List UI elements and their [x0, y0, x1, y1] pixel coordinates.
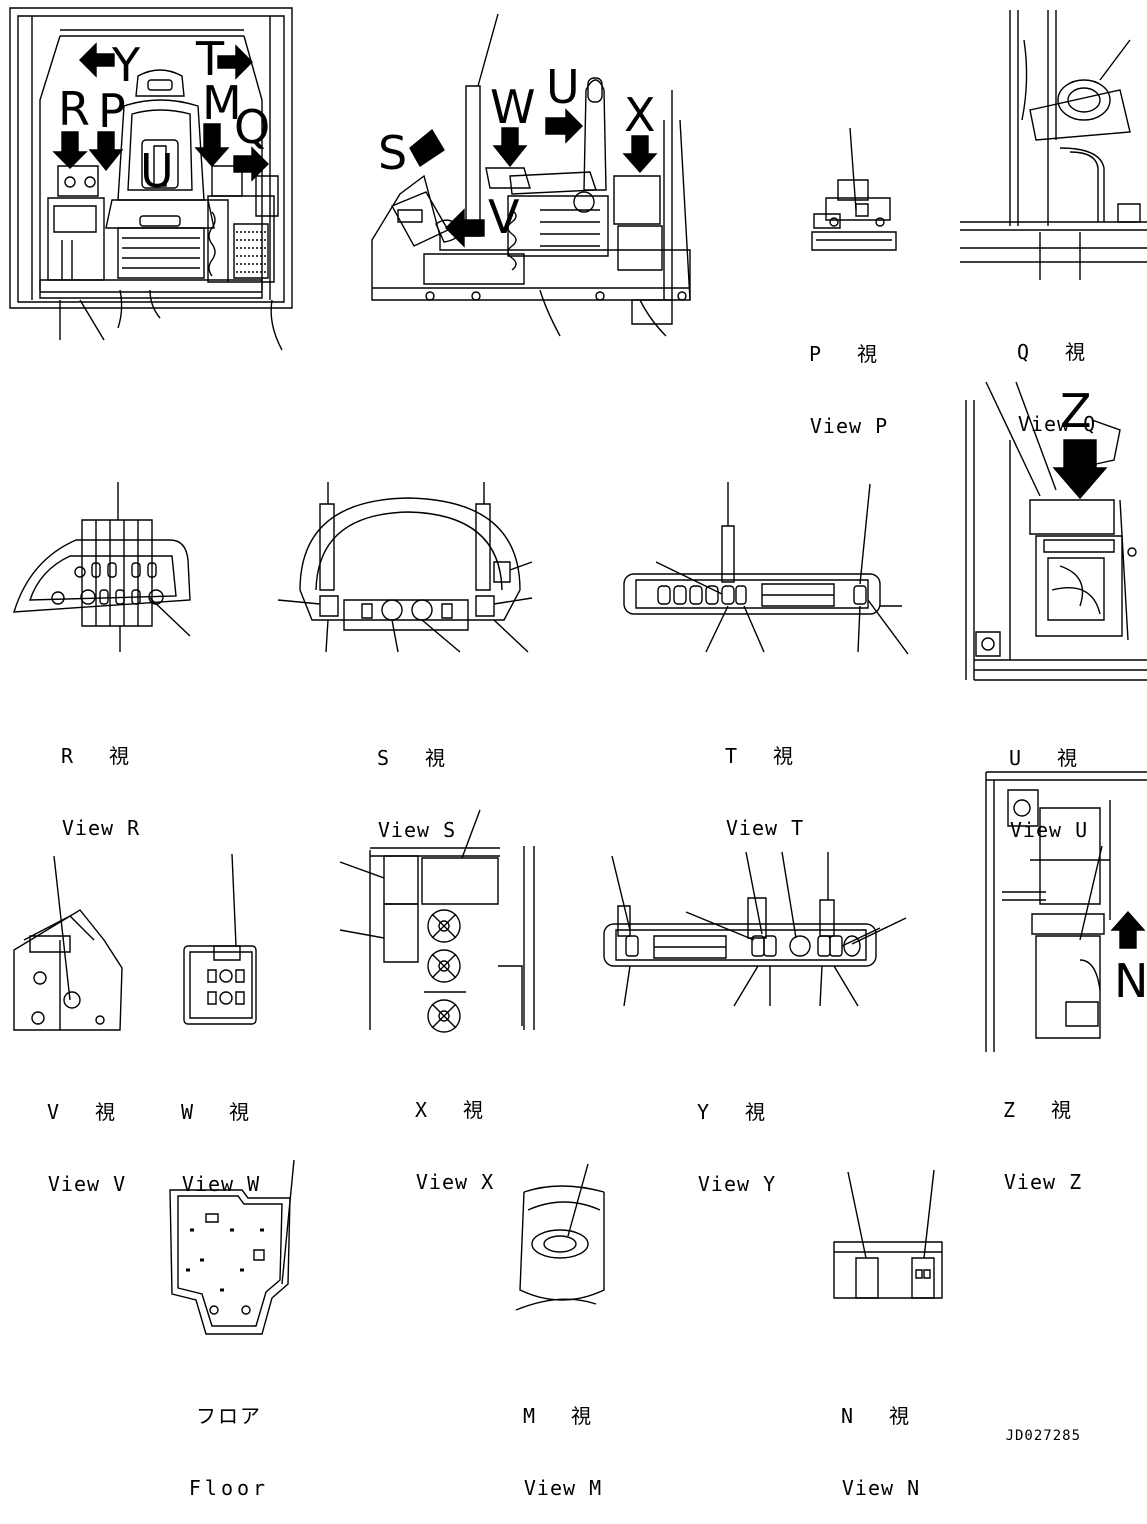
view-q-caption-en: View Q — [1017, 412, 1097, 436]
view-z-caption-en: View Z — [1003, 1170, 1083, 1194]
view-z-caption-jp: Z 視 — [1002, 1098, 1084, 1122]
overview-label-v: V — [488, 190, 520, 244]
view-u-label-z: Z — [1060, 384, 1092, 438]
overview-label-t: T — [196, 32, 225, 86]
view-w-caption-en: View W — [181, 1172, 261, 1196]
overview-label-m: M — [202, 76, 242, 130]
view-floor-caption-en: Floor — [188, 1476, 270, 1500]
view-floor-drawing — [170, 1160, 294, 1334]
document-number: JD027285 — [1005, 1428, 1081, 1444]
view-v-caption-en: View V — [47, 1172, 127, 1196]
view-y-caption-jp: Y 視 — [696, 1100, 778, 1124]
view-floor-caption: フロア Floor — [174, 1356, 284, 1524]
overview-label-u: U — [140, 144, 174, 198]
view-n-caption-jp: N 視 — [840, 1404, 922, 1428]
view-r-caption-jp: R 視 — [60, 744, 142, 768]
view-x-caption-en: View X — [415, 1170, 495, 1194]
overview-label-x: X — [624, 88, 656, 142]
view-v-caption-jp: V 視 — [46, 1100, 128, 1124]
view-w-caption: W 視 View W — [166, 1052, 276, 1220]
view-n-drawing — [834, 1170, 942, 1298]
view-floor-caption-jp: フロア — [196, 1404, 262, 1428]
view-y-drawing — [604, 852, 906, 1006]
view-s-drawing — [278, 482, 532, 652]
view-p-drawing — [812, 128, 896, 250]
view-y-caption-en: View Y — [697, 1172, 777, 1196]
view-m-drawing — [516, 1164, 604, 1310]
view-v-caption: V 視 View V — [32, 1052, 142, 1220]
line-art — [0, 0, 1147, 1474]
view-r-caption-en: View R — [61, 816, 141, 840]
view-s-caption-en: View S — [377, 818, 457, 842]
view-u-drawing — [966, 382, 1147, 680]
view-t-caption-en: View T — [725, 816, 805, 840]
overview-label-p: P — [98, 84, 126, 138]
view-u-caption: U 視 View U — [994, 698, 1104, 866]
view-u-caption-jp: U 視 — [1008, 746, 1090, 770]
view-s-caption: S 視 View S — [362, 698, 472, 866]
view-s-caption-jp: S 視 — [376, 746, 458, 770]
view-m-caption-en: View M — [523, 1476, 603, 1500]
view-w-caption-jp: W 視 — [180, 1100, 262, 1124]
view-p-caption-jp: P 視 — [808, 342, 890, 366]
view-q-caption-jp: Q 視 — [1016, 340, 1098, 364]
overview-label-y: Y — [112, 38, 141, 92]
view-w-drawing — [184, 854, 256, 1024]
view-m-caption-jp: M 視 — [522, 1404, 604, 1428]
overview-label-q: Q — [234, 100, 271, 154]
view-y-caption: Y 視 View Y — [682, 1052, 792, 1220]
cab-overview-drawing — [10, 8, 292, 350]
view-u-caption-en: View U — [1009, 818, 1089, 842]
view-x-caption-jp: X 視 — [414, 1098, 496, 1122]
view-v-drawing — [14, 856, 122, 1030]
view-n-caption-en: View N — [841, 1476, 921, 1500]
view-t-caption-jp: T 視 — [724, 744, 806, 768]
view-z-caption: Z 視 View Z — [988, 1050, 1098, 1218]
view-t-caption: T 視 View T — [710, 696, 820, 864]
view-n-caption: N 視 View N — [826, 1356, 936, 1524]
view-x-drawing — [340, 810, 534, 1032]
view-arrows — [54, 44, 1144, 948]
view-r-caption: R 視 View R — [46, 696, 156, 864]
view-z-drawing — [986, 772, 1147, 1052]
overview-label-u2: U — [546, 60, 580, 114]
view-t-drawing — [624, 482, 908, 654]
view-z-label-n: N — [1114, 954, 1147, 1008]
view-p-caption: P 視 View P — [794, 294, 904, 462]
view-q-drawing — [960, 10, 1147, 280]
view-p-caption-en: View P — [809, 414, 889, 438]
overview-label-w: W — [490, 80, 536, 134]
cab-side-overview-drawing — [372, 14, 690, 336]
view-q-caption: Q 視 View Q — [1002, 292, 1112, 460]
overview-label-r: R — [58, 82, 90, 136]
view-x-caption: X 視 View X — [400, 1050, 510, 1218]
view-m-caption: M 視 View M — [508, 1356, 618, 1524]
view-r-drawing — [14, 482, 190, 652]
overview-label-s: S — [378, 126, 408, 180]
